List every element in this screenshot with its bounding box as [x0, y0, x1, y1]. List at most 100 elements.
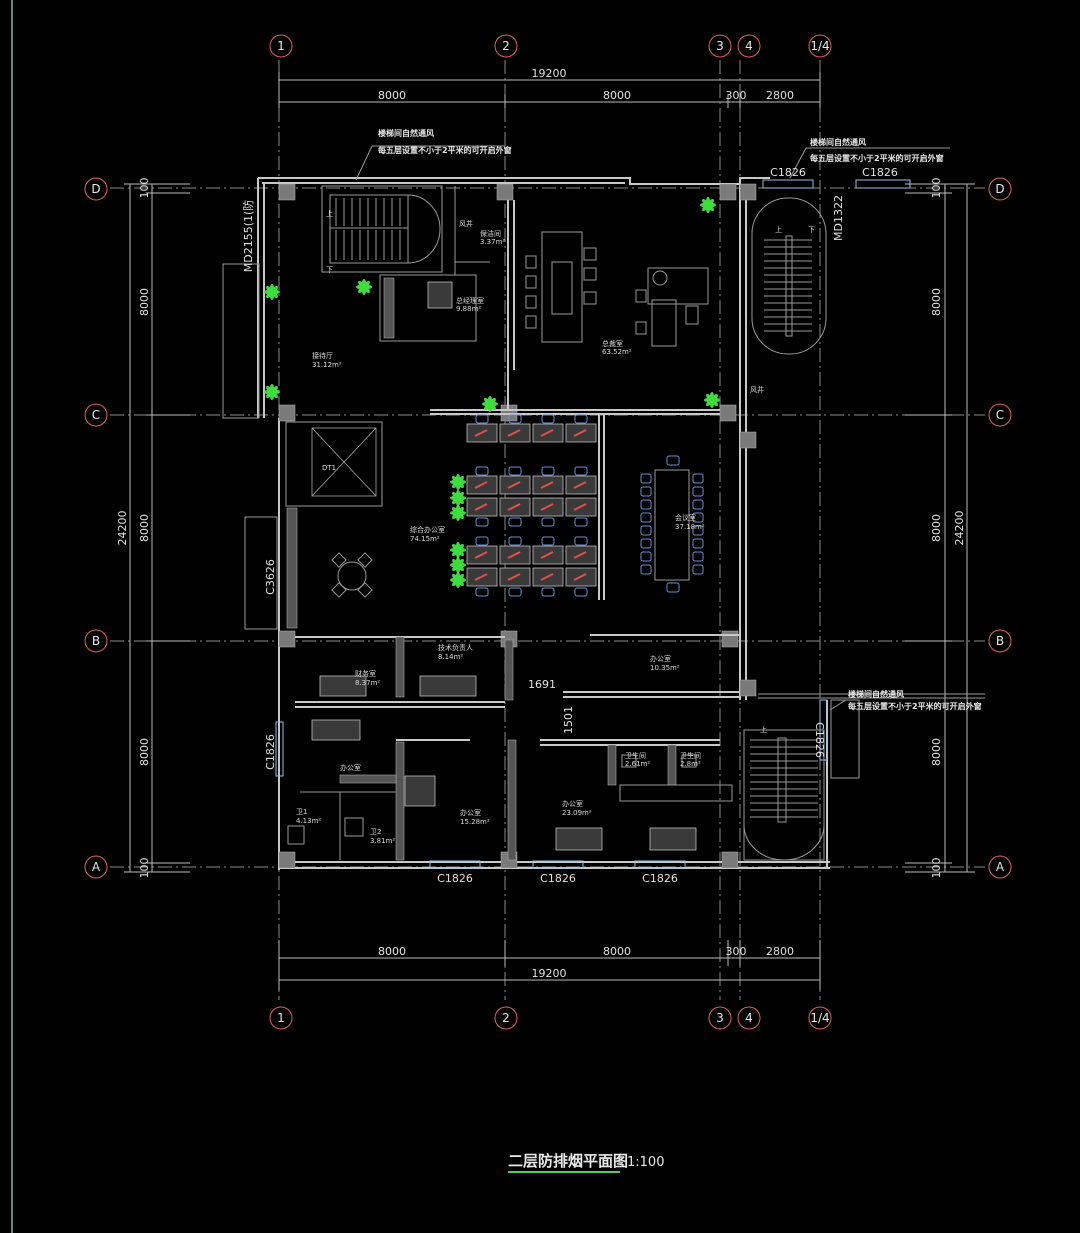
workstation-screen: [573, 503, 587, 511]
plant-icon: [450, 572, 466, 588]
room-0-name: 保洁间: [480, 229, 501, 238]
stair-right-down-label: 下: [808, 226, 815, 234]
meeting-chair: [692, 551, 704, 562]
door-tag-right: MD1322: [832, 195, 845, 241]
dimension-right: 100 8000 8000 8000 100 24200: [905, 178, 975, 879]
plant-icon: [356, 279, 372, 295]
win-tag-left-c: C3626: [264, 559, 277, 595]
meeting-chair: [640, 512, 652, 523]
room-7-name: 技术负责人: [438, 643, 473, 652]
workstation-chair: [574, 536, 588, 546]
workstation-screen: [573, 481, 587, 489]
note-3-line2: 每五层设置不小于2平米的可开启外窗: [848, 701, 982, 711]
meeting-chair: [640, 525, 652, 536]
workstation-chair: [508, 466, 522, 476]
plants: [264, 197, 720, 588]
room-0-area: 3.37m²: [480, 238, 505, 246]
axis-col-1-4-top: 1/4: [810, 39, 829, 53]
plant-icon: [450, 490, 466, 506]
axis-bubbles-bottom: 1 2 3 4 1/4: [269, 1006, 832, 1030]
workstation-chair: [508, 587, 522, 597]
axis-row-d-right: D: [995, 182, 1004, 196]
workstation-screen: [507, 481, 521, 489]
axis-col-2-bottom: 2: [502, 1011, 510, 1025]
workstation-screen: [507, 573, 521, 581]
workstation-screen: [507, 503, 521, 511]
meeting-chair: [640, 564, 652, 575]
room-15-name: 卫2: [370, 828, 381, 836]
workstation-screen: [540, 551, 554, 559]
interior-walls: [285, 185, 740, 861]
stair-top-left: 上 下: [326, 194, 441, 274]
plant-leaf: [457, 544, 464, 551]
dim-right-seg-5: 100: [930, 858, 943, 879]
workstation-screen: [540, 503, 554, 511]
room-6-area: 8.37m²: [355, 679, 380, 687]
room-11-area: 23.09m²: [562, 809, 592, 817]
dim-left-seg-1: 100: [138, 178, 151, 199]
axis-col-2-top: 2: [502, 39, 510, 53]
plant-leaf: [271, 386, 278, 393]
axis-bubbles-top: 1 2 3 4 1/4: [269, 34, 832, 58]
workstation-chair: [508, 517, 522, 527]
axis-row-a-left: A: [92, 860, 101, 874]
plant-leaf: [457, 507, 464, 514]
win-tag-left-b: C1826: [264, 734, 277, 770]
workstation-chair: [574, 414, 588, 424]
plant-leaf: [457, 492, 464, 499]
axis-col-3-top: 3: [716, 39, 724, 53]
plant-icon: [482, 396, 498, 412]
shaft-label-right: 风井: [750, 385, 764, 394]
workstation-chair: [475, 466, 489, 476]
plant-icon: [264, 384, 280, 400]
note-3-line1: 楼梯间自然通风: [848, 689, 904, 699]
room-13-name: 卫生间: [680, 751, 701, 760]
workstation-chair: [541, 414, 555, 424]
workstation-chair: [508, 536, 522, 546]
workstation-chair: [475, 414, 489, 424]
meeting-chair: [640, 551, 652, 562]
meeting-chair: [692, 486, 704, 497]
dim-inner-2: 1501: [562, 706, 575, 734]
workstation-screen: [540, 429, 554, 437]
axis-col-1-bottom: 1: [277, 1011, 285, 1025]
win-tag-mid-right: C1826: [813, 722, 826, 758]
dim-top-seg-2: 8000: [603, 89, 631, 102]
axis-row-a-right: A: [996, 860, 1005, 874]
room-14-name: 卫1: [296, 808, 307, 816]
plant-leaf: [707, 199, 714, 206]
room-14-area: 4.13m²: [296, 817, 321, 825]
stair-up-label: 上: [326, 209, 333, 218]
dim-top-seg-3: 300: [726, 89, 747, 102]
plant-leaf: [457, 559, 464, 566]
workstation-screen: [507, 429, 521, 437]
dim-left-seg-4: 8000: [138, 738, 151, 766]
dim-bottom-seg-4: 2800: [766, 945, 794, 958]
room-2-area: 63.52m²: [602, 348, 632, 356]
win-tag-top-2: C1826: [862, 166, 898, 179]
stair-rail: [785, 235, 793, 337]
note-1-line1: 楼梯间自然通风: [378, 128, 434, 138]
room-3-area: 31.12m²: [312, 361, 342, 369]
plant-icon: [450, 542, 466, 558]
workstation-screen: [474, 503, 488, 511]
plant-icon: [450, 505, 466, 521]
room-8-name: 办公室: [650, 654, 671, 663]
structural-columns: [278, 183, 757, 869]
furniture: [287, 231, 709, 851]
win-tag-bottom-1: C1826: [437, 872, 473, 885]
axis-col-1-top: 1: [277, 39, 285, 53]
drawing-scale: 1:100: [627, 1155, 664, 1170]
plant-leaf: [457, 476, 464, 483]
dim-right-total: 24200: [953, 511, 966, 546]
dim-left-seg-3: 8000: [138, 514, 151, 542]
meeting-chair: [640, 486, 652, 497]
stair-bottom-right: 上: [743, 725, 825, 861]
win-tag-bottom-3: C1826: [642, 872, 678, 885]
axis-col-1-4-bottom: 1/4: [810, 1011, 829, 1025]
dim-bottom-seg-2: 8000: [603, 945, 631, 958]
dim-top-seg-4: 2800: [766, 89, 794, 102]
axis-row-b-left: B: [92, 634, 100, 648]
plant-leaf: [711, 394, 718, 401]
plant-leaf: [363, 281, 370, 288]
